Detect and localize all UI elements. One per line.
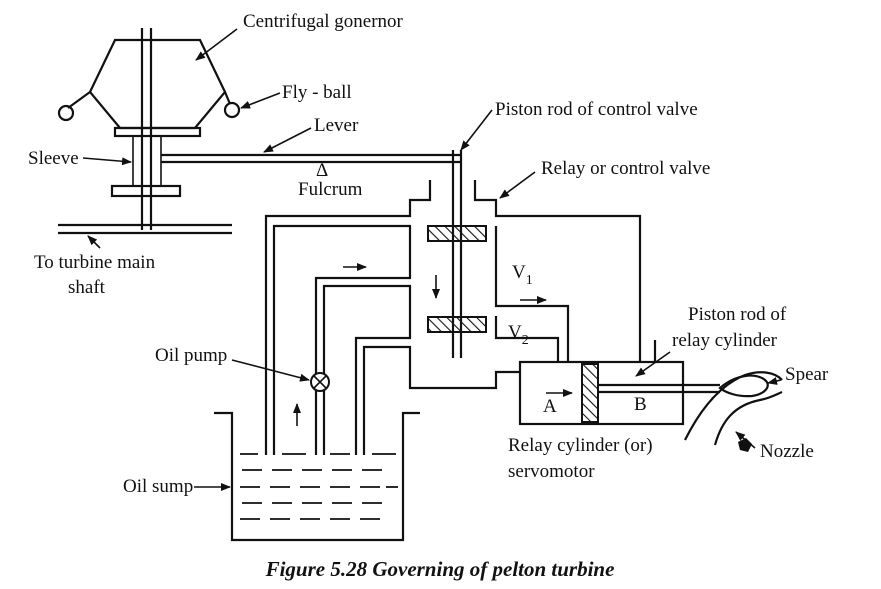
- turbine-shaft: [58, 223, 232, 235]
- label-chamber-b: B: [634, 394, 647, 415]
- label-shaft-line1: To turbine main: [34, 252, 156, 273]
- label-relay-valve: Relay or control valve: [541, 158, 710, 179]
- fulcrum-symbol: Δ: [316, 160, 328, 181]
- relay-control-valve: [264, 180, 642, 455]
- oil-sump: [214, 411, 420, 542]
- label-oil-pump: Oil pump: [155, 345, 227, 366]
- leader-lines: [82, 28, 782, 491]
- flow-arrows: [293, 263, 573, 426]
- label-sleeve: Sleeve: [28, 148, 79, 169]
- label-v1: V1: [512, 262, 533, 288]
- valve-piston-upper: [427, 225, 487, 242]
- label-nozzle: Nozzle: [760, 441, 814, 462]
- label-governor: Centrifugal gonernor: [243, 11, 404, 32]
- fly-ball-left: [57, 91, 91, 122]
- label-relay-cylinder-1: Relay cylinder (or): [508, 435, 653, 456]
- oil-pump: [310, 372, 330, 392]
- figure-caption: Figure 5.28 Governing of pelton turbine: [265, 557, 615, 581]
- label-fly-ball: Fly - ball: [282, 82, 352, 103]
- valve-piston-lower: [427, 316, 487, 333]
- label-fulcrum: Fulcrum: [298, 179, 363, 200]
- label-spear: Spear: [785, 364, 829, 385]
- label-v2: V2: [508, 322, 529, 348]
- label-shaft-line2: shaft: [68, 277, 106, 298]
- centrifugal-governor: [88, 28, 227, 230]
- label-piston-rod-valve: Piston rod of control valve: [495, 99, 698, 120]
- label-relay-cylinder-2: servomotor: [508, 461, 595, 482]
- label-oil-sump: Oil sump: [123, 476, 193, 497]
- relay-cylinder: [518, 340, 720, 426]
- lever: [161, 153, 462, 164]
- oil-level-dashes: [240, 453, 398, 520]
- label-chamber-a: A: [543, 396, 557, 417]
- relay-piston: [581, 363, 599, 423]
- label-piston-rod-relay-2: relay cylinder: [672, 330, 778, 351]
- label-piston-rod-relay-1: Piston rod of: [688, 304, 787, 325]
- label-lever: Lever: [314, 115, 359, 136]
- nozzle-and-spear: [684, 371, 783, 452]
- fly-ball-right: [223, 91, 241, 119]
